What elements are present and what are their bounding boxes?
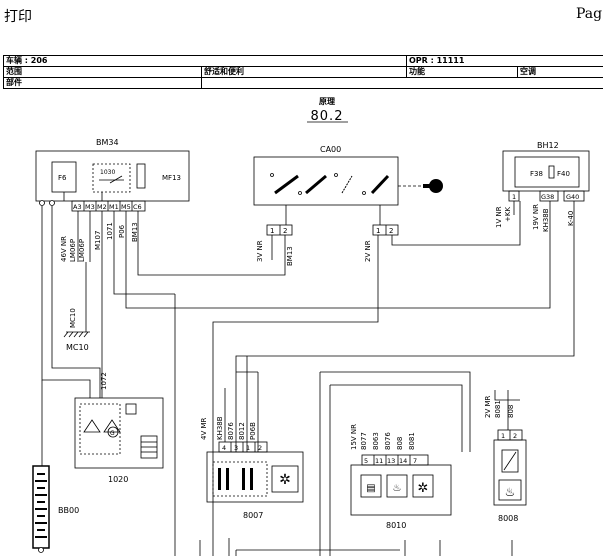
document-header-table: 车辆 : 206 OPR : 11111 范围 舒适和便利 功能 空调 部件 [3, 55, 603, 89]
battery-label: BB00 [58, 506, 79, 515]
parts-value-cell [201, 77, 603, 89]
bm34-pin-5: M5 [121, 203, 131, 211]
bm34-wire-7: BM13 [131, 222, 139, 242]
c8010-wire-5: 808 [396, 437, 404, 450]
battery-bb00 [32, 465, 50, 553]
bh12-wire-4: KH38B [542, 208, 550, 232]
mc10-label: MC10 [66, 343, 89, 352]
c8008-pin-2: 2 [513, 432, 517, 440]
ca00-left-pin-2: 2 [283, 227, 287, 235]
bh12-pin-3: G40 [566, 193, 579, 201]
bh12-wire-5: K-40 [567, 211, 575, 226]
component-8010-thermo-icon: ♨ [393, 483, 402, 494]
ca00-wire-2: BM13 [286, 246, 294, 266]
c8007-wire-2: KH38B [216, 416, 224, 440]
bm34-pin-1: A3 [73, 203, 82, 211]
c8010-pin-1: 5 [364, 457, 368, 465]
component-8007-fan-icon: ✲ [279, 472, 291, 488]
c8007-pin-3: 1 [246, 444, 250, 452]
c8007-pin-1: 4 [222, 444, 226, 452]
component-8008 [493, 429, 527, 506]
component-8008-coolant-icon: ♨ [505, 485, 516, 499]
c8010-wire-2: 8077 [360, 432, 368, 450]
ca00-left-pin-1: 1 [270, 227, 274, 235]
component-1020-label: 1020 [108, 475, 128, 484]
c8010-pin-3: 13 [387, 457, 395, 465]
diagram-heading: 原理 [319, 97, 335, 106]
component-8007 [206, 441, 304, 503]
c8007-pin-2: 3 [234, 444, 238, 452]
bm34-fuse-label: F6 [58, 174, 67, 182]
bh12-fuse-1: F38 [530, 170, 543, 178]
bm34-label: BM34 [96, 138, 119, 147]
c8010-pin-4: 14 [399, 457, 407, 465]
diagram-code: 80.2 [311, 109, 344, 124]
bm34-pin-6: C6 [133, 203, 142, 211]
c8007-wire-3: 8076 [227, 422, 235, 440]
c8010-wire-4: 8076 [384, 432, 392, 450]
component-8008-label: 8008 [498, 514, 518, 523]
component-8010-fan-icon: ✲ [418, 481, 429, 496]
c8007-wire-5: P06B [249, 422, 257, 440]
c8007-wire-1: 4V MR [200, 417, 208, 440]
component-8007-relay-icon [218, 468, 253, 490]
component-8007-label: 8007 [243, 511, 263, 520]
c8007-wire-4: 8012 [238, 422, 246, 440]
header-row-parts: 部件 [3, 77, 603, 89]
bm34-relay-label: 1030 [100, 169, 115, 176]
bh12-wire-2: +KK [504, 207, 512, 222]
bm34-wire-6: P06 [118, 224, 126, 238]
c8008-wire-3: 808 [507, 405, 515, 418]
c8008-pin-1: 1 [501, 432, 505, 440]
bm34-wire-2: LM06P [69, 239, 77, 262]
key-icon [423, 179, 443, 193]
bh12-pin-1: 1 [512, 193, 516, 201]
ca00-label: CA00 [320, 145, 341, 154]
bm34-terminal-left [39, 200, 45, 206]
bm34-wire-3: LM06P [78, 239, 86, 262]
component-1020 [74, 397, 164, 469]
page-title: 打印 [4, 9, 32, 25]
bm34-wire-1: 46V NR [60, 236, 68, 262]
wiring-lines [41, 201, 575, 556]
c8008-wire-1: 2V MR [484, 395, 492, 418]
wire-1072-label: 1072 [100, 372, 108, 390]
bh12-label: BH12 [537, 141, 559, 150]
component-8010-chip-icon: ▤ [366, 483, 375, 494]
bh12-wire-3: 19V NR [532, 204, 540, 230]
c8010-wire-6: 8081 [408, 432, 416, 450]
c8010-pin-2: 11 [375, 457, 383, 465]
bm34-wire-5: 1071 [106, 222, 114, 240]
component-1020-motor-icon: G [110, 430, 115, 437]
mc10-wire-label: MC10 [69, 308, 77, 328]
c8010-wire-1: 15V NR [350, 424, 358, 450]
page-number-label: Pag [576, 6, 603, 22]
ca00-switch [253, 156, 425, 236]
component-8010-label: 8010 [386, 521, 406, 530]
ca00-wire-3: 2V NR [364, 240, 372, 262]
ca00-right-pin-2: 2 [389, 227, 393, 235]
ca00-wire-1: 3V NR [256, 240, 264, 262]
component-8010 [350, 454, 452, 516]
c8010-pin-5: 7 [413, 457, 417, 465]
bm34-pin-strip [71, 200, 146, 212]
bh12-fuse-2: F40 [557, 170, 570, 178]
ground-symbol [63, 331, 90, 338]
bh12-pin-2: G38 [541, 193, 554, 201]
bm34-wire-4: M107 [94, 231, 102, 250]
ca00-right-pin-1: 1 [376, 227, 380, 235]
bh12-wire-1: 1V NR [495, 206, 503, 228]
c8008-wire-2: 8081 [494, 400, 502, 418]
c8010-wire-3: 8063 [372, 432, 380, 450]
bm34-pin-4: M1 [109, 203, 119, 211]
c8007-pin-4: 2 [258, 444, 262, 452]
bm34-pin-3: M2 [97, 203, 107, 211]
bm34-mf-label: MF13 [162, 174, 181, 182]
bm34-pin-2: M3 [85, 203, 95, 211]
bh12-module [502, 150, 590, 202]
bm34-terminal-right [49, 200, 55, 206]
